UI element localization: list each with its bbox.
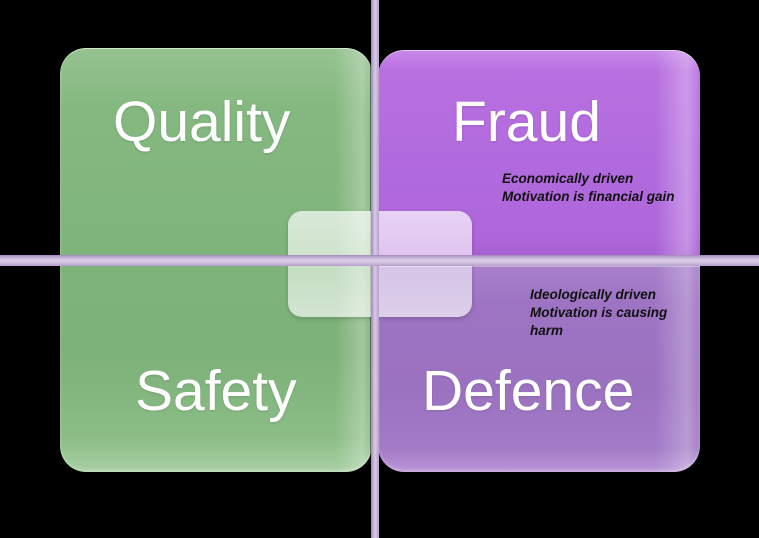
quadrant-label-defence: Defence <box>422 359 635 423</box>
quadrant-label-quality: Quality <box>113 90 291 154</box>
quadrant-subtext-defence: Ideologically driven Motivation is causi… <box>530 287 668 338</box>
quadrant-label-fraud: Fraud <box>452 90 601 154</box>
quadrant-subtext-fraud: Economically driven Motivation is financ… <box>502 171 675 204</box>
vertical-axis-line <box>371 0 379 538</box>
quadrant-label-safety: Safety <box>135 359 297 423</box>
horizontal-axis-line <box>0 255 759 266</box>
